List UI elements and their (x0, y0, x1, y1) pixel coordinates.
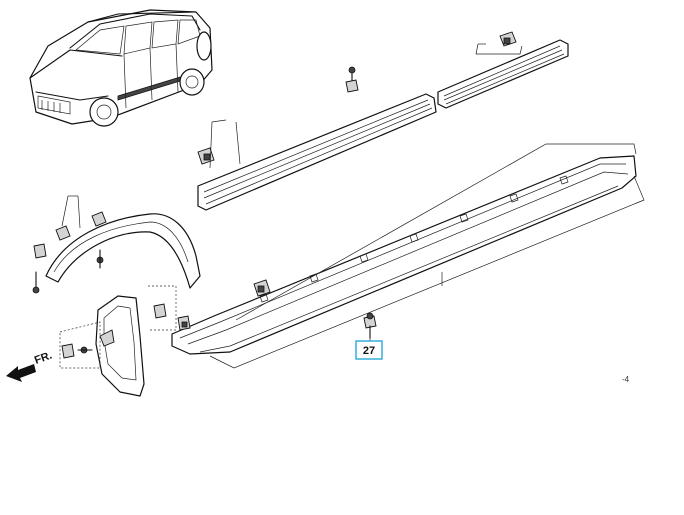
rear-door-molding (437, 39, 569, 109)
flare-screw (96, 249, 104, 269)
front-molding-clip (197, 119, 241, 169)
front-door-molding (197, 93, 437, 211)
sill-clip (253, 279, 271, 297)
side-sill-garnish (171, 155, 637, 355)
flare-clips (33, 195, 107, 259)
front-label: FR. (33, 349, 54, 366)
flare-bolt-left (32, 271, 40, 294)
vehicle-illustration (29, 9, 213, 127)
rear-molding-bracket (475, 43, 523, 55)
fender-flare (45, 213, 201, 289)
callout-27-label: 27 (363, 345, 375, 357)
corner-mark: -4 (622, 375, 630, 384)
rear-molding-clip (499, 31, 517, 47)
mud-guard-fasteners (61, 303, 191, 359)
mud-guard (95, 295, 145, 397)
molding-fastener (345, 66, 359, 93)
sill-bracket-lines (209, 143, 645, 369)
fastener-27 (363, 312, 377, 344)
mud-guard-bracket (59, 285, 177, 369)
front-direction-indicator: FR. (6, 349, 54, 382)
callout-27: 27 (355, 340, 383, 360)
front-arrow-icon (6, 364, 36, 382)
